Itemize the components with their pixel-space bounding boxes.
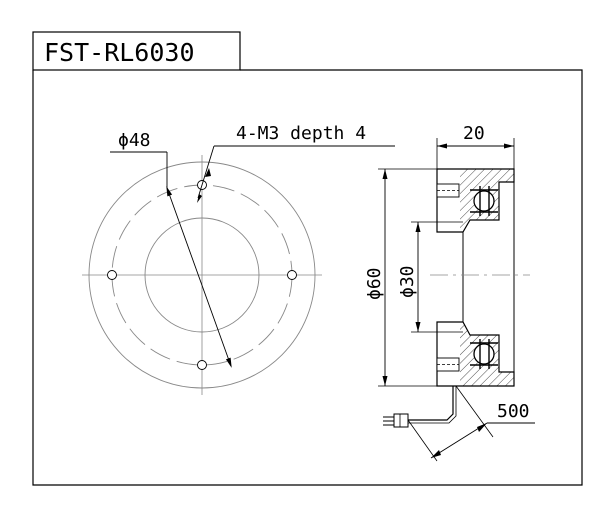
mounting-hole-leader-diagonal	[197, 145, 215, 199]
upper-led-icon	[470, 186, 498, 216]
drawing-frame	[32, 69, 583, 486]
outer-diameter-label: ϕ60	[364, 267, 385, 300]
cable-length-dimension-line	[430, 422, 488, 459]
connector-icon	[383, 413, 409, 428]
cable-length-ext-1	[407, 419, 438, 462]
thickness-label: 20	[463, 123, 485, 144]
mounting-hole-arrow-2	[197, 194, 202, 203]
inner-dia-arrow-bottom	[415, 322, 421, 332]
cable-inner	[408, 386, 457, 424]
hole-circle-diameter-label: ϕ48	[118, 130, 151, 151]
cable	[408, 386, 454, 421]
thickness-arrow-left	[437, 143, 447, 149]
front-view: ϕ48 4-M3 depth 4	[82, 123, 395, 395]
cable-length-arrow-1	[431, 450, 441, 458]
cable-length-arrow-2	[477, 423, 487, 432]
side-view: 20	[364, 123, 535, 462]
mounting-hole-right	[287, 270, 297, 280]
inner-diameter-label: ϕ30	[397, 265, 418, 298]
mounting-holes-label: 4-M3 depth 4	[236, 123, 366, 144]
hole-circle-dimension-line	[166, 187, 232, 367]
title-box	[32, 31, 241, 71]
inner-dia-arrow-top	[415, 222, 421, 232]
hole-circle-arrow-top	[166, 186, 173, 197]
cable-length-label: 500	[497, 401, 530, 422]
part-number-title: FST-RL6030	[44, 38, 195, 67]
mounting-hole-arrow-1	[205, 168, 211, 177]
hole-circle-arrow-bottom	[225, 357, 232, 368]
cable-length-ext-2	[455, 385, 494, 438]
outer-dia-arrow-top	[382, 169, 388, 179]
mounting-hole-bottom	[197, 360, 207, 370]
thickness-arrow-right	[504, 143, 514, 149]
outer-dia-arrow-bottom	[382, 376, 388, 386]
lower-led-icon	[470, 339, 498, 369]
mounting-hole-left	[107, 270, 117, 280]
